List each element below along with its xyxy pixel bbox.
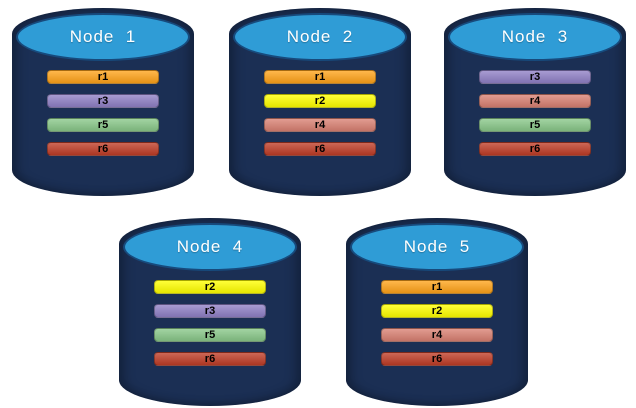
node-label: Node 1 (69, 27, 137, 46)
replica-bar-r5: r5 (154, 328, 266, 342)
replica-bar-r6: r6 (381, 352, 493, 366)
replica-bar-r4: r4 (381, 328, 493, 342)
replica-bar-r1: r1 (264, 70, 376, 84)
replica-bar-r3: r3 (154, 304, 266, 318)
replica-bar-r4: r4 (479, 94, 591, 108)
replica-bar-r1: r1 (381, 280, 493, 294)
node-label: Node 5 (403, 237, 471, 256)
node-label: Node 3 (501, 27, 569, 46)
cylinder-top-icon: Node 4 (123, 223, 297, 271)
cylinder-top-icon: Node 5 (350, 223, 524, 271)
cylinder-top-icon: Node 3 (448, 13, 622, 61)
cylinder-top-icon: Node 2 (233, 13, 407, 61)
database-node-1: Node 1 r1 r3 r5 r6 (12, 8, 194, 196)
replica-bar-r2: r2 (381, 304, 493, 318)
replica-list: r2 r3 r5 r6 (119, 280, 301, 366)
replica-list: r1 r2 r4 r6 (346, 280, 528, 366)
replica-bar-r2: r2 (154, 280, 266, 294)
replica-bar-r1: r1 (47, 70, 159, 84)
replica-bar-r6: r6 (479, 142, 591, 156)
database-node-3: Node 3 r3 r4 r5 r6 (444, 8, 626, 196)
replica-bar-r3: r3 (47, 94, 159, 108)
node-label: Node 2 (286, 27, 354, 46)
replica-bar-r5: r5 (479, 118, 591, 132)
replica-bar-r6: r6 (47, 142, 159, 156)
replica-bar-r6: r6 (154, 352, 266, 366)
cylinder-top-icon: Node 1 (16, 13, 190, 61)
database-node-2: Node 2 r1 r2 r4 r6 (229, 8, 411, 196)
node-label: Node 4 (176, 237, 244, 256)
replica-list: r3 r4 r5 r6 (444, 70, 626, 156)
database-node-4: Node 4 r2 r3 r5 r6 (119, 218, 301, 406)
replica-bar-r4: r4 (264, 118, 376, 132)
replica-bar-r2: r2 (264, 94, 376, 108)
replica-list: r1 r2 r4 r6 (229, 70, 411, 156)
replica-list: r1 r3 r5 r6 (12, 70, 194, 156)
replica-bar-r3: r3 (479, 70, 591, 84)
replica-bar-r5: r5 (47, 118, 159, 132)
database-node-5: Node 5 r1 r2 r4 r6 (346, 218, 528, 406)
replica-bar-r6: r6 (264, 142, 376, 156)
